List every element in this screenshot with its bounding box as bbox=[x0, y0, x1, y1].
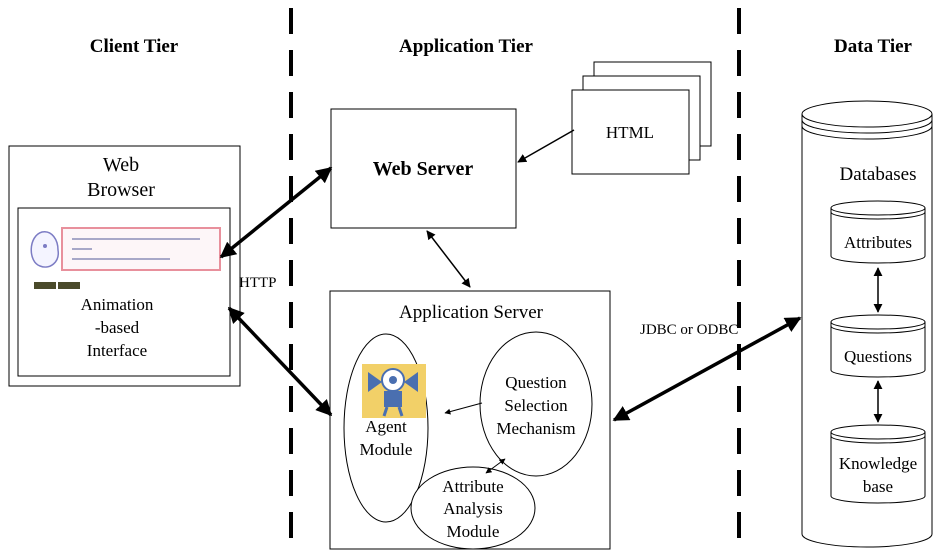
questions-db-cylinder bbox=[830, 314, 926, 378]
interface-label-line1: Animation bbox=[81, 295, 154, 314]
interface-label-line2: -based bbox=[95, 318, 140, 337]
attributes-db-cylinder bbox=[830, 200, 926, 264]
agent-module-label-line1: Agent bbox=[365, 417, 407, 436]
client-tier-heading: Client Tier bbox=[90, 36, 179, 57]
attribute-analysis-ellipse bbox=[410, 466, 536, 550]
interface-label-line3: Interface bbox=[87, 341, 147, 360]
attribute-analysis-label-line3: Module bbox=[447, 522, 500, 541]
html-documents bbox=[571, 61, 712, 175]
arrow-html-webserver bbox=[517, 129, 575, 163]
web-server-box bbox=[330, 108, 517, 229]
application-tier-heading: Application Tier bbox=[399, 36, 533, 57]
html-label: HTML bbox=[606, 123, 654, 142]
http-label: HTTP bbox=[239, 275, 277, 291]
data-tier-heading: Data Tier bbox=[834, 36, 912, 57]
knowledge-base-label-line2: base bbox=[863, 477, 893, 496]
arrow-browser-webserver bbox=[219, 166, 333, 259]
arrow-webserver-appserver bbox=[426, 230, 471, 288]
web-browser-label-line2: Browser bbox=[87, 179, 155, 201]
jdbc-odbc-label: JDBC or ODBC bbox=[640, 322, 738, 338]
arrow-qsm-attribute bbox=[485, 458, 506, 474]
attributes-db-label: Attributes bbox=[844, 233, 912, 252]
question-selection-label-line1: Question bbox=[505, 373, 567, 392]
agent-module-label-line2: Module bbox=[360, 440, 413, 459]
web-browser-label-line1: Web bbox=[103, 154, 139, 176]
questions-db-label: Questions bbox=[844, 347, 912, 366]
attribute-analysis-label-line2: Analysis bbox=[443, 499, 503, 518]
question-selection-label-line3: Mechanism bbox=[496, 419, 575, 438]
databases-label: Databases bbox=[839, 164, 916, 185]
knowledge-base-db-cylinder bbox=[830, 424, 926, 504]
arrow-browser-appserver bbox=[227, 306, 333, 417]
arrow-appserver-databases bbox=[612, 316, 802, 422]
attribute-analysis-label-line1: Attribute bbox=[442, 477, 503, 496]
knowledge-base-label-line1: Knowledge bbox=[839, 454, 917, 473]
web-server-label: Web Server bbox=[373, 158, 474, 180]
agent-character-image bbox=[362, 364, 426, 418]
application-server-label: Application Server bbox=[399, 302, 544, 323]
question-selection-label-line2: Selection bbox=[504, 396, 568, 415]
arrow-qsm-agent bbox=[444, 402, 483, 415]
